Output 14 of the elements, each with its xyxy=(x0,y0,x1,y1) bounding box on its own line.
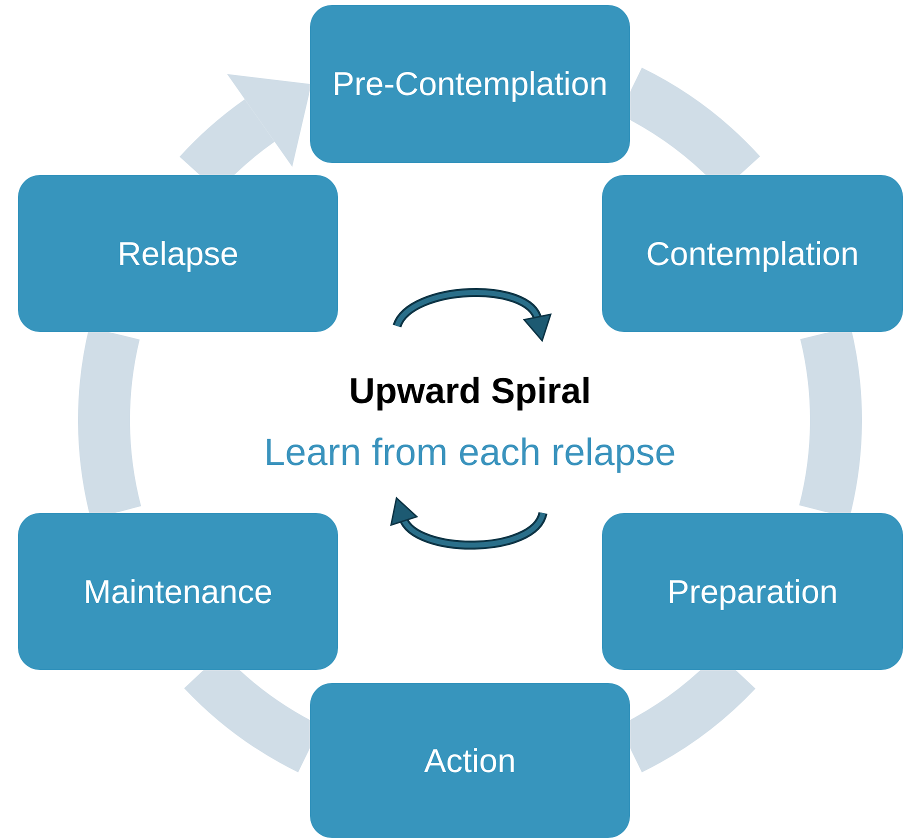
stage-box xyxy=(18,175,338,332)
stage-box xyxy=(310,5,630,163)
stage-box xyxy=(310,683,630,838)
stage-box xyxy=(18,513,338,670)
center-heading: Upward Spiral xyxy=(348,370,592,412)
stage-label: Relapse xyxy=(117,234,239,274)
stage-box xyxy=(602,175,903,332)
stage-label: Preparation xyxy=(667,572,838,612)
stage-label: Action xyxy=(424,740,516,781)
stage-box xyxy=(602,513,903,670)
stage-label: Contemplation xyxy=(646,234,859,274)
stage-label: Maintenance xyxy=(84,572,272,612)
center-subtitle: Learn from each relapse xyxy=(263,432,677,475)
stage-label: Pre-Contemplation xyxy=(332,64,608,104)
